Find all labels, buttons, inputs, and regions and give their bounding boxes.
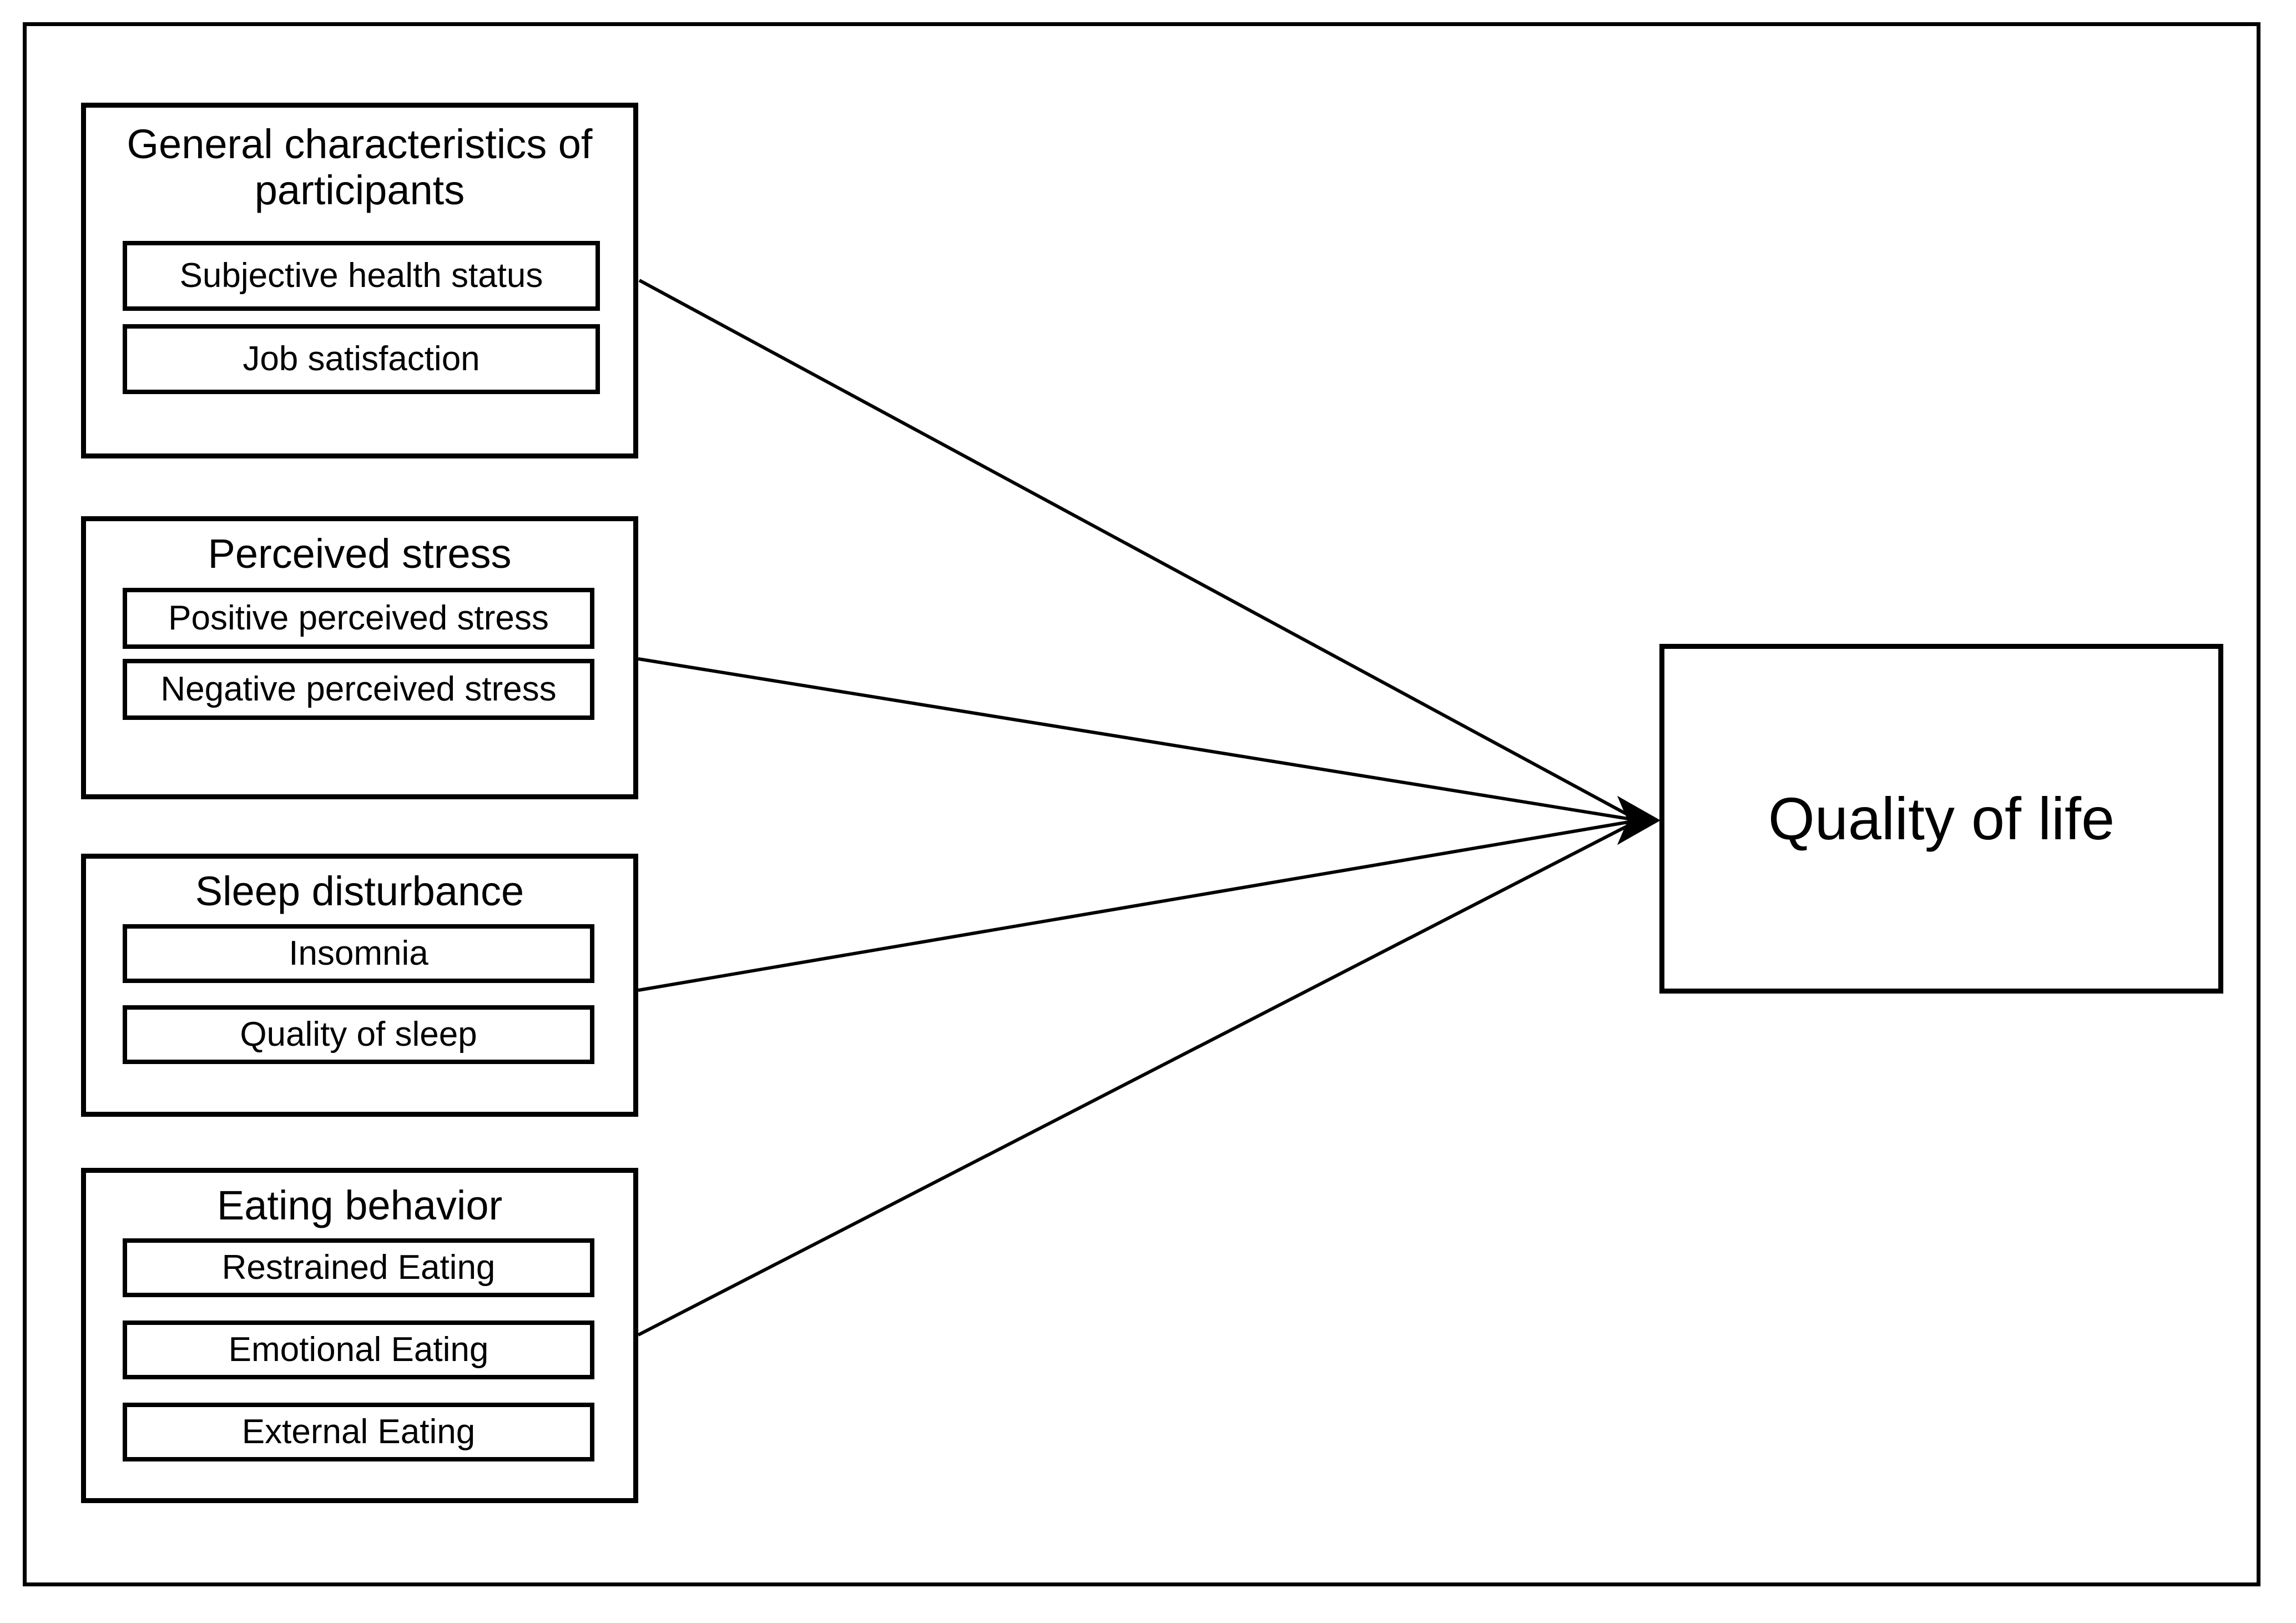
indicator-restrained-eating[interactable]: Restrained Eating: [123, 1238, 594, 1297]
outcome-box-quality-of-life[interactable]: Quality of life: [1659, 644, 2223, 994]
indicator-label: Insomnia: [289, 934, 428, 972]
indicator-label: Emotional Eating: [228, 1330, 489, 1369]
indicator-label: External Eating: [241, 1413, 476, 1451]
indicator-external-eating[interactable]: External Eating: [123, 1403, 594, 1461]
indicator-positive-perceived-stress[interactable]: Positive perceived stress: [123, 588, 594, 649]
indicator-job-satisfaction[interactable]: Job satisfaction: [123, 324, 600, 394]
indicator-label: Negative perceived stress: [160, 670, 557, 708]
construct-group-general-characteristics[interactable]: General characteristics of participants …: [81, 103, 638, 458]
indicator-emotional-eating[interactable]: Emotional Eating: [123, 1320, 594, 1379]
group-title: Eating behavior: [216, 1182, 503, 1228]
indicator-subjective-health-status[interactable]: Subjective health status: [123, 241, 600, 311]
construct-group-eating-behavior[interactable]: Eating behavior Restrained Eating Emotio…: [81, 1168, 638, 1503]
outcome-label: Quality of life: [1768, 785, 2115, 852]
group-title: General characteristics of participants: [127, 121, 593, 213]
indicator-label: Restrained Eating: [221, 1248, 496, 1287]
indicator-label: Quality of sleep: [240, 1015, 477, 1054]
indicator-label: Positive perceived stress: [168, 599, 549, 637]
construct-group-perceived-stress[interactable]: Perceived stress Positive perceived stre…: [81, 516, 638, 799]
construct-group-sleep-disturbance[interactable]: Sleep disturbance Insomnia Quality of sl…: [81, 854, 638, 1117]
indicator-quality-of-sleep[interactable]: Quality of sleep: [123, 1005, 594, 1064]
indicator-label: Subjective health status: [179, 256, 543, 295]
indicator-label: Job satisfaction: [243, 340, 480, 378]
group-title: Sleep disturbance: [195, 868, 524, 914]
group-title: Perceived stress: [208, 531, 512, 577]
indicator-negative-perceived-stress[interactable]: Negative perceived stress: [123, 659, 594, 720]
indicator-insomnia[interactable]: Insomnia: [123, 924, 594, 983]
